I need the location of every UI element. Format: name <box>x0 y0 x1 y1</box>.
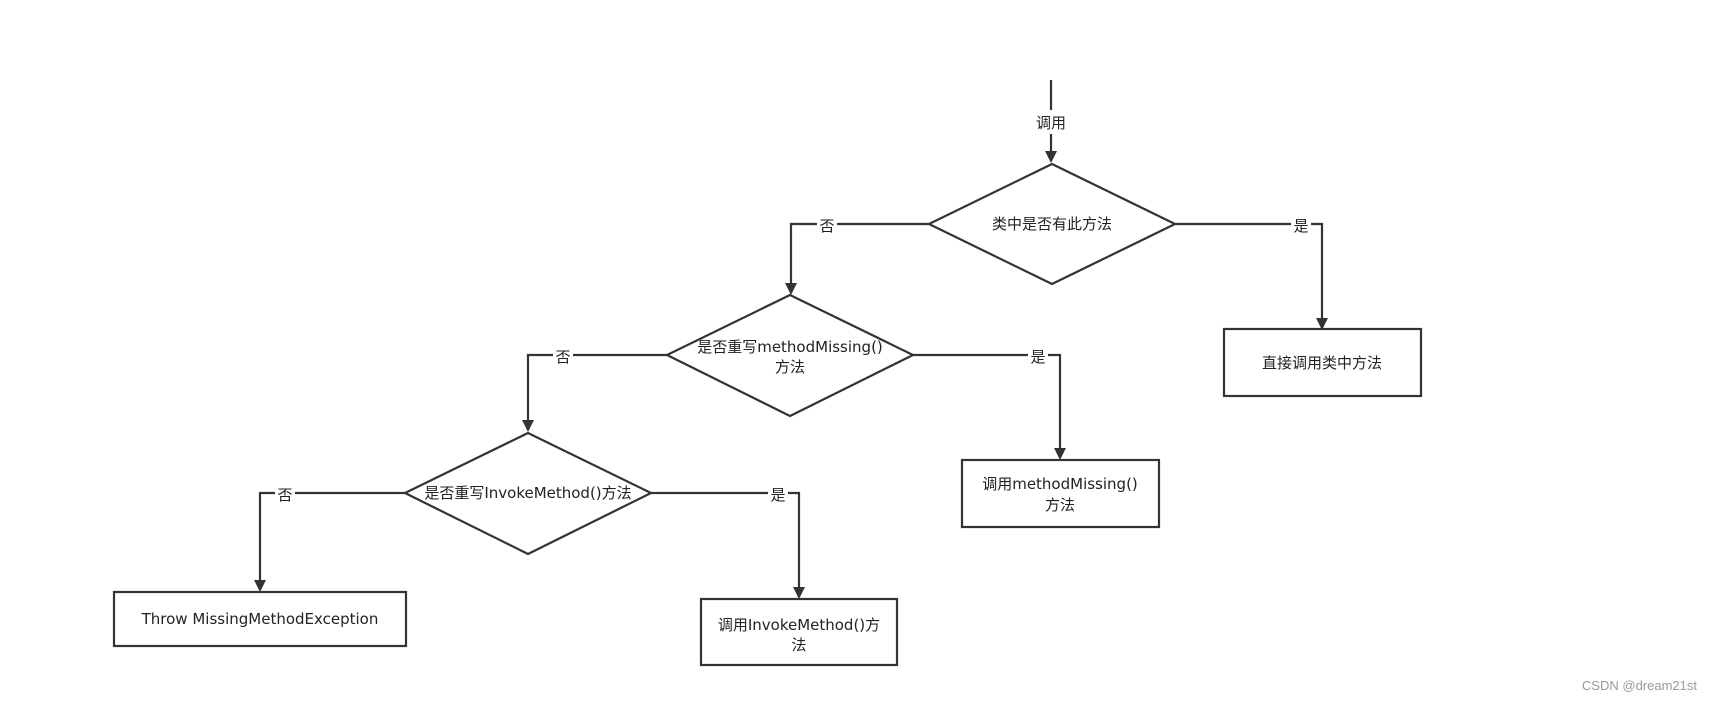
edge-label-has-method-yes: 是 <box>1293 217 1308 235</box>
nodes: 类中是否有此方法 直接调用类中方法 是否重写methodMissing() 方法… <box>112 162 1423 667</box>
edge-label-has-method-no: 否 <box>819 217 834 235</box>
process-call-method-missing-label-line1: 调用methodMissing() <box>982 475 1138 493</box>
watermark: CSDN @dream21st <box>1581 678 1697 693</box>
edge-label-invoke-method-yes: 是 <box>770 486 785 504</box>
edge-labels: 调用 是 否 是 否 是 否 <box>275 110 1311 505</box>
decision-override-method-missing: 是否重写methodMissing() 方法 <box>664 293 916 418</box>
process-call-class-method: 直接调用类中方法 <box>1222 327 1423 398</box>
edge-method-missing-no <box>522 353 667 432</box>
process-call-method-missing-label-line2: 方法 <box>1045 496 1075 514</box>
edge-has-method-yes <box>1175 222 1328 330</box>
process-call-invoke-method-label-line1: 调用InvokeMethod()方 <box>718 616 880 634</box>
edge-has-method-no <box>785 222 929 295</box>
edge-invoke-method-yes <box>651 491 805 599</box>
edge-method-missing-yes <box>913 353 1066 460</box>
process-call-class-method-label: 直接调用类中方法 <box>1262 354 1382 372</box>
decision-has-method: 类中是否有此方法 <box>926 162 1178 286</box>
edge-label-invoke-method-no: 否 <box>277 486 292 504</box>
edge-invoke-method-no <box>254 491 405 592</box>
edge-label-entry: 调用 <box>1036 114 1066 132</box>
decision-override-method-missing-label-line1: 是否重写methodMissing() <box>697 338 883 356</box>
decision-has-method-label: 类中是否有此方法 <box>992 215 1112 233</box>
edge-label-method-missing-no: 否 <box>555 348 570 366</box>
process-call-method-missing: 调用methodMissing() 方法 <box>960 458 1161 529</box>
process-throw-exception: Throw MissingMethodException <box>112 590 408 648</box>
decision-override-invoke-method-label: 是否重写InvokeMethod()方法 <box>424 484 631 502</box>
edges <box>254 80 1328 599</box>
process-throw-exception-label: Throw MissingMethodException <box>141 610 379 628</box>
decision-override-invoke-method: 是否重写InvokeMethod()方法 <box>402 431 654 556</box>
process-call-invoke-method: 调用InvokeMethod()方 法 <box>699 597 899 667</box>
decision-override-method-missing-label-line2: 方法 <box>775 358 805 376</box>
edge-label-method-missing-yes: 是 <box>1030 348 1045 366</box>
process-call-invoke-method-label-line2: 法 <box>791 636 806 654</box>
